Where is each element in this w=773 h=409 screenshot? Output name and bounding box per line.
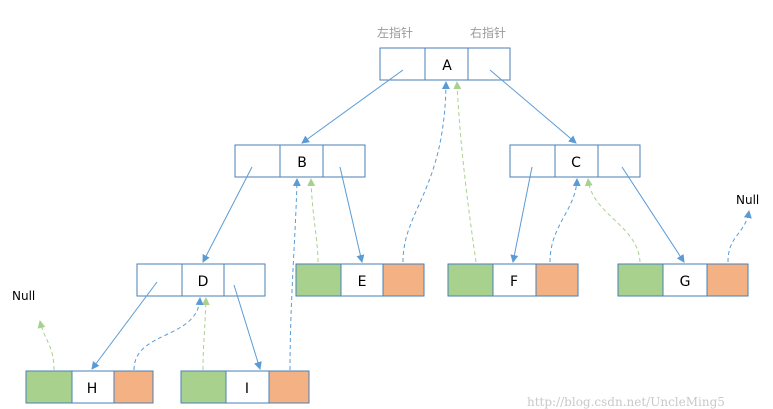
thread-f-right-to-c bbox=[549, 178, 581, 263]
thread-e-right-to-a bbox=[402, 81, 450, 263]
node-i: I bbox=[180, 370, 310, 404]
node-g: G bbox=[617, 263, 749, 297]
arrow-b-to-e bbox=[339, 166, 365, 263]
thread-h-right-to-d bbox=[133, 297, 204, 371]
right-pointer-caption: 右指针 bbox=[470, 25, 506, 40]
node-h: H bbox=[25, 370, 154, 404]
node-h-label: H bbox=[87, 381, 98, 397]
node-f: F bbox=[447, 263, 579, 297]
node-g-label: G bbox=[680, 274, 691, 290]
node-b-label: B bbox=[297, 155, 307, 171]
node-e-label: E bbox=[358, 274, 367, 290]
node-a: A bbox=[379, 47, 511, 81]
thread-i-right-to-b bbox=[289, 178, 301, 371]
arrow-d-to-i bbox=[233, 284, 262, 370]
node-c: C bbox=[509, 144, 641, 178]
arrow-a-to-b bbox=[301, 69, 404, 144]
thread-g-right-null bbox=[727, 210, 752, 263]
node-d: D bbox=[136, 263, 266, 297]
node-i-label: I bbox=[245, 381, 249, 397]
arrow-c-to-g bbox=[621, 166, 685, 263]
node-b: B bbox=[234, 144, 366, 178]
arrow-d-to-h bbox=[91, 281, 158, 370]
arrow-c-to-f bbox=[510, 166, 533, 263]
left-pointer-caption: 左指针 bbox=[377, 25, 413, 40]
thread-f-left-to-a bbox=[453, 81, 477, 263]
thread-h-left-null bbox=[37, 320, 55, 371]
node-f-label: F bbox=[510, 274, 518, 290]
thread-e-left-to-b bbox=[307, 178, 319, 263]
node-d-label: D bbox=[198, 274, 209, 290]
node-c-label: C bbox=[571, 155, 581, 171]
null-label-right: Null bbox=[736, 193, 759, 207]
left-thread-arrows bbox=[37, 81, 641, 371]
arrow-b-to-d bbox=[202, 166, 253, 263]
node-e: E bbox=[295, 263, 425, 297]
right-thread-arrows bbox=[133, 81, 752, 371]
thread-g-left-to-c bbox=[584, 178, 641, 263]
null-label-left: Null bbox=[12, 289, 35, 303]
child-pointer-arrows bbox=[91, 69, 685, 370]
watermark: http://blog.csdn.net/UncleMing5 bbox=[527, 395, 725, 409]
arrow-a-to-c bbox=[489, 69, 577, 144]
node-a-label: A bbox=[442, 58, 452, 74]
thread-i-left-to-d bbox=[201, 297, 210, 371]
